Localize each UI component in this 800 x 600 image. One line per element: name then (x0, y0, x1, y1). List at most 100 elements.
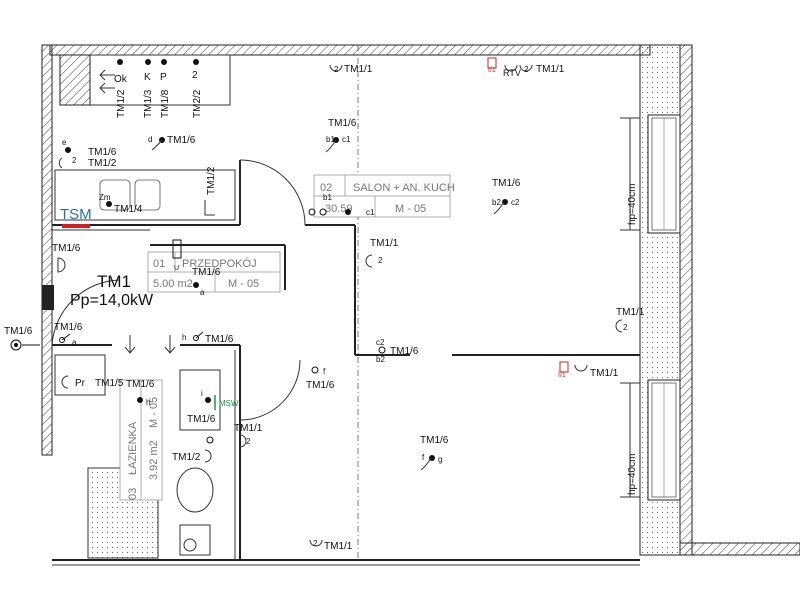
symbol-kitchen-tm12: TM1/2 (204, 166, 217, 216)
wall-left (41, 44, 53, 456)
socket-k-letter: K (144, 72, 151, 83)
boiler-power: Pp=14,0kW (70, 292, 154, 309)
svg-text:2: 2 (378, 256, 383, 265)
room-tag-przedpokoj: 01 PRZEDPOKÓJ 5.00 m2 M - 05 (147, 251, 281, 293)
svg-text:2: 2 (72, 156, 77, 165)
symbol-zm-circuit: TM1/4 (114, 204, 143, 215)
wall-top (49, 44, 651, 56)
symbol-door-cluster: b1 c1 (308, 193, 375, 217)
svg-text:U: U (174, 265, 179, 272)
symbol-f-circuit: TM1/6 (306, 380, 335, 391)
svg-text:I/1: I/1 (488, 67, 496, 74)
symbol-salon-rv-circuit: TM1/1 (590, 368, 619, 379)
room-01-name: PRZEDPOKÓJ (182, 257, 257, 270)
room-03-area: 3.92 m2 (148, 440, 160, 480)
symbol-top-1-circuit: TM1/1 (344, 64, 373, 75)
room-02-num: 02 (320, 182, 332, 194)
svg-text:c1: c1 (342, 135, 351, 144)
socket-p-letter: P (160, 72, 167, 83)
svg-text:c2: c2 (511, 198, 520, 207)
symbol-kitchen-left-sub: TM1/2 (88, 158, 117, 169)
tsm-bar (62, 224, 90, 228)
socket-ok-circuit: TM1/2 (116, 89, 127, 118)
arrows (99, 69, 176, 354)
symbol-bath-12: TM1/2 (172, 436, 214, 463)
svg-text:I/1: I/1 (558, 372, 566, 379)
socket-2-letter: 2 (192, 70, 198, 81)
socket-p: P TM1/8 (160, 59, 171, 118)
svg-text:b2: b2 (376, 355, 385, 364)
window-upper-height-label: hp=40cm (627, 184, 638, 225)
symbol-bath-2-circuit: TM1/1 (234, 423, 263, 434)
svg-text:2: 2 (334, 65, 339, 74)
symbol-b1c1-circuit: TM1/6 (328, 118, 357, 129)
symbol-salon-right: 2 TM1/1 (615, 307, 645, 333)
msw-label: MSW (219, 399, 239, 408)
symbol-entry-tm16: TM1/6 (52, 243, 81, 273)
symbol-b2c2-circuit: TM1/6 (492, 178, 521, 189)
svg-text:c2: c2 (376, 338, 385, 347)
svg-text:2: 2 (524, 65, 529, 74)
symbol-c2b2-circuit: TM1/6 (390, 346, 419, 357)
room-tag-salon: 02 SALON + AN. KUCH 30.59 M - 05 (313, 174, 455, 218)
symbol-ul-circuit: TM1/6 (192, 267, 221, 278)
symbol-kitchen-left: e 2 TM1/6 TM1/2 (58, 138, 117, 169)
symbol-hall-tm11-circuit: TM1/1 (370, 238, 399, 249)
water-heater-box (54, 354, 106, 396)
svg-text:b2: b2 (492, 198, 501, 207)
symbol-entry-switch: a TM1/6 (54, 322, 83, 347)
symbol-b2c2: b2 c2 TM1/6 (492, 178, 521, 215)
boiler-label: TM1 (97, 272, 131, 291)
symbol-entry-switch-circuit: TM1/6 (54, 322, 83, 333)
socket-ok: Ok TM1/2 (114, 59, 128, 118)
socket-k: K TM1/3 (143, 59, 154, 118)
symbol-ext-left: TM1/6 (4, 326, 40, 351)
socket-k-circuit: TM1/3 (143, 89, 154, 118)
room-01-code: M - 05 (228, 278, 259, 290)
symbol-b1c1: b1 c1 TM1/6 (325, 118, 357, 153)
symbol-top-2-extra: RTV (503, 68, 521, 78)
socket-2: 2 TM2/2 (192, 59, 203, 118)
svg-text:h: h (182, 333, 186, 342)
symbol-ul: U a TM1/6 (172, 239, 221, 297)
symbol-bath-i: i TM1/6 (187, 389, 216, 425)
symbol-top-1: 2 TM1/1 (329, 64, 373, 75)
symbol-kitchen-left-circuit: TM1/6 (88, 147, 117, 158)
svg-text:h: h (146, 398, 150, 407)
symbol-bath-h-circuit: TM1/6 (126, 379, 155, 390)
symbol-pr-circuit: TM1/5 (95, 378, 124, 389)
symbol-g: f g TM1/6 (420, 435, 449, 471)
tsm-label: TSM (60, 206, 92, 223)
boiler-block (42, 285, 54, 310)
svg-text:2: 2 (623, 323, 628, 332)
symbol-c2b2: c2 b2 TM1/6 (376, 338, 419, 364)
window-lower: hp=40cm (620, 379, 681, 501)
washbasin (179, 369, 221, 431)
window-upper: hp=40cm (620, 114, 681, 234)
room-01-num: 01 (153, 258, 165, 270)
wall-bottom-right (679, 542, 800, 556)
symbol-bottom: 2 TM1/1 (309, 539, 353, 552)
symbol-bath-12-circuit: TM1/2 (172, 452, 201, 463)
door-entry-arc (51, 279, 121, 346)
room-03-num: 03 (127, 488, 139, 500)
symbol-kitchen-tm12-circuit: TM1/2 (206, 166, 217, 195)
symbol-hall-tm11: 2 TM1/1 (365, 238, 399, 268)
socket-p-circuit: TM1/8 (160, 89, 171, 118)
symbol-bottom-circuit: TM1/1 (324, 541, 353, 552)
svg-text:c1: c1 (366, 208, 375, 217)
symbol-d-circuit: TM1/6 (167, 135, 196, 146)
room-03-code: M - 05 (148, 397, 160, 428)
symbol-h-circuit: TM1/6 (205, 334, 234, 345)
symbol-d: d TM1/6 (148, 135, 196, 151)
doors (51, 159, 306, 421)
symbol-bath-i-circuit: TM1/6 (187, 414, 216, 425)
room-03-name: ŁAZIENKA (127, 421, 139, 475)
door-salon-arc (239, 159, 306, 226)
toilet (176, 467, 214, 513)
symbol-bath-2: 2 TM1/1 (234, 423, 263, 448)
svg-text:b1: b1 (326, 135, 335, 144)
window-lower-height-label: hp=40cm (627, 454, 638, 495)
svg-text:Pr: Pr (75, 378, 86, 389)
symbol-ext-left-circuit: TM1/6 (4, 326, 33, 337)
